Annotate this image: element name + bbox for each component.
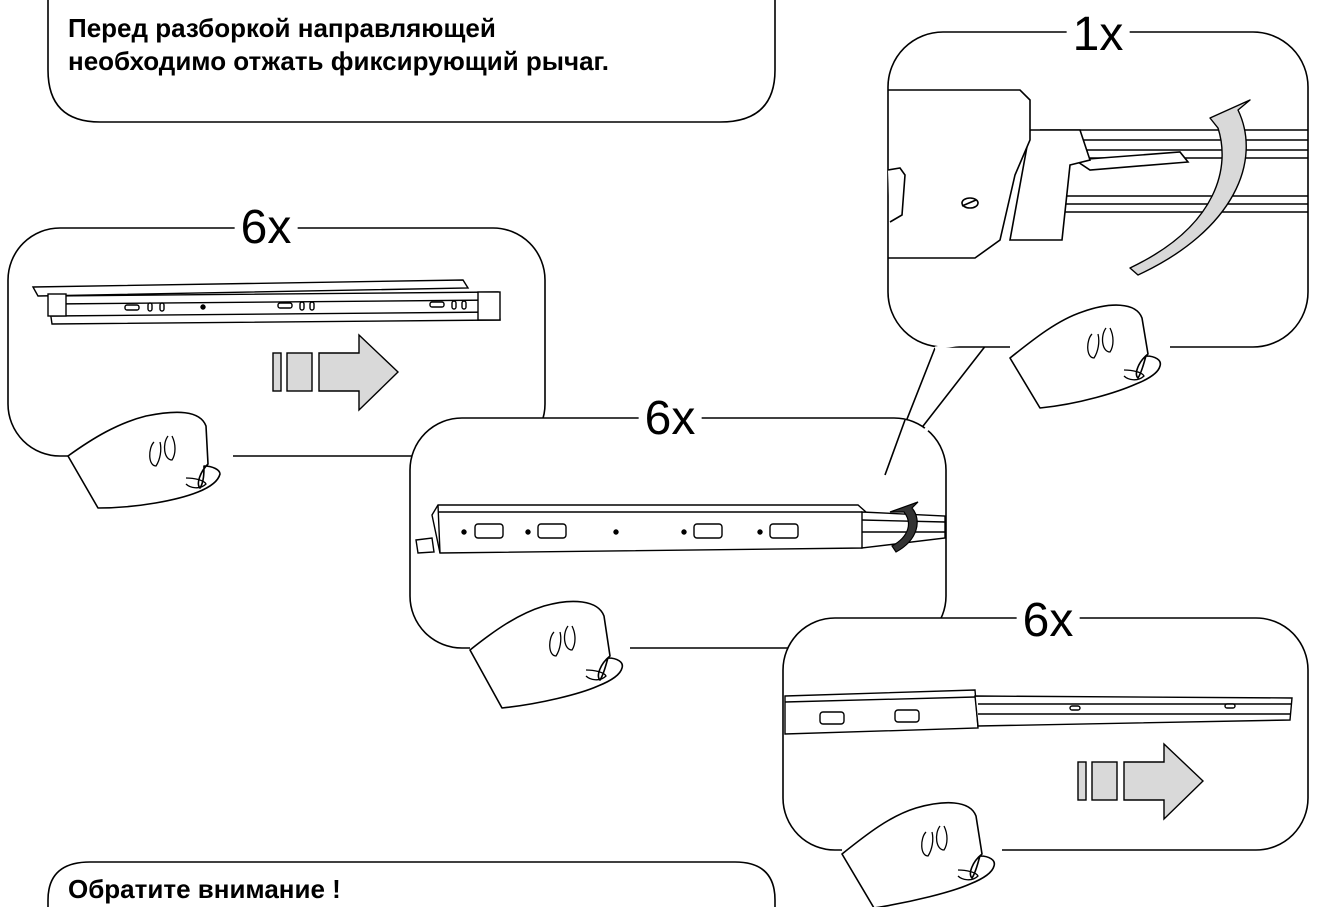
panel-left-count: 6x — [234, 202, 298, 254]
note-top-line1: Перед разборкой направляющей — [68, 13, 496, 43]
panel-zoom — [884, 31, 1309, 476]
panel-center — [409, 417, 947, 712]
rail-right — [784, 689, 1293, 735]
curved-rotate-arrow-icon — [1129, 99, 1251, 276]
hand-left — [67, 411, 233, 514]
note-top-line2: необходимо отжать фиксирующий рычаг. — [68, 46, 609, 76]
curved-rotate-arrow-icon — [889, 501, 919, 553]
rail-left — [31, 279, 501, 325]
right-arrow-icon — [1077, 742, 1205, 821]
panel-zoom-count: 1x — [1066, 9, 1130, 61]
right-arrow-icon — [272, 333, 400, 412]
note-top: Перед разборкой направляющей необходимо … — [68, 12, 609, 78]
rail-zoom-detail — [888, 89, 1308, 259]
note-bottom: Обратите внимание ! — [68, 873, 341, 906]
rail-center — [415, 504, 946, 554]
note-bottom-line1: Обратите внимание ! — [68, 874, 341, 904]
hand-zoom — [1009, 304, 1170, 409]
note-box-bottom — [47, 861, 776, 907]
panel-right — [782, 617, 1309, 907]
panel-center-count: 6x — [638, 393, 702, 445]
hand-right — [841, 801, 1002, 907]
panel-right-frame — [782, 617, 1309, 851]
note-box-top — [47, 0, 776, 123]
panel-right-count: 6x — [1016, 595, 1080, 647]
panel-left — [7, 227, 546, 514]
hand-center — [469, 600, 630, 712]
